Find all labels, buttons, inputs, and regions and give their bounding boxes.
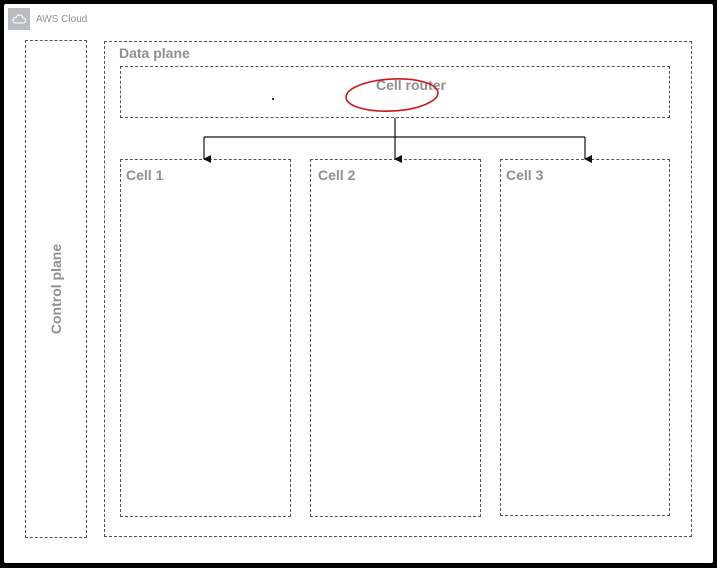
aws-cloud-title: AWS Cloud xyxy=(36,13,88,25)
router-dot xyxy=(272,98,274,100)
data-plane-label: Data plane xyxy=(119,45,190,61)
cell-router-label: Cell router xyxy=(375,76,446,93)
cloud-icon xyxy=(8,8,30,30)
connector-layer xyxy=(203,78,592,163)
cell-2-label: Cell 2 xyxy=(318,167,356,183)
aws-cloud-group-header: AWS Cloud xyxy=(8,8,87,30)
cell-3-label: Cell 3 xyxy=(506,167,544,183)
data-plane-box: Data plane xyxy=(104,41,692,537)
cell-router-highlight-circle xyxy=(345,78,439,112)
cell-router-box: Cell router xyxy=(120,66,670,118)
cell-1-label: Cell 1 xyxy=(126,167,164,183)
control-plane-box: Control plane xyxy=(25,40,87,538)
diagram-canvas: AWS Cloud Control plane Data plane Cell … xyxy=(4,4,713,563)
